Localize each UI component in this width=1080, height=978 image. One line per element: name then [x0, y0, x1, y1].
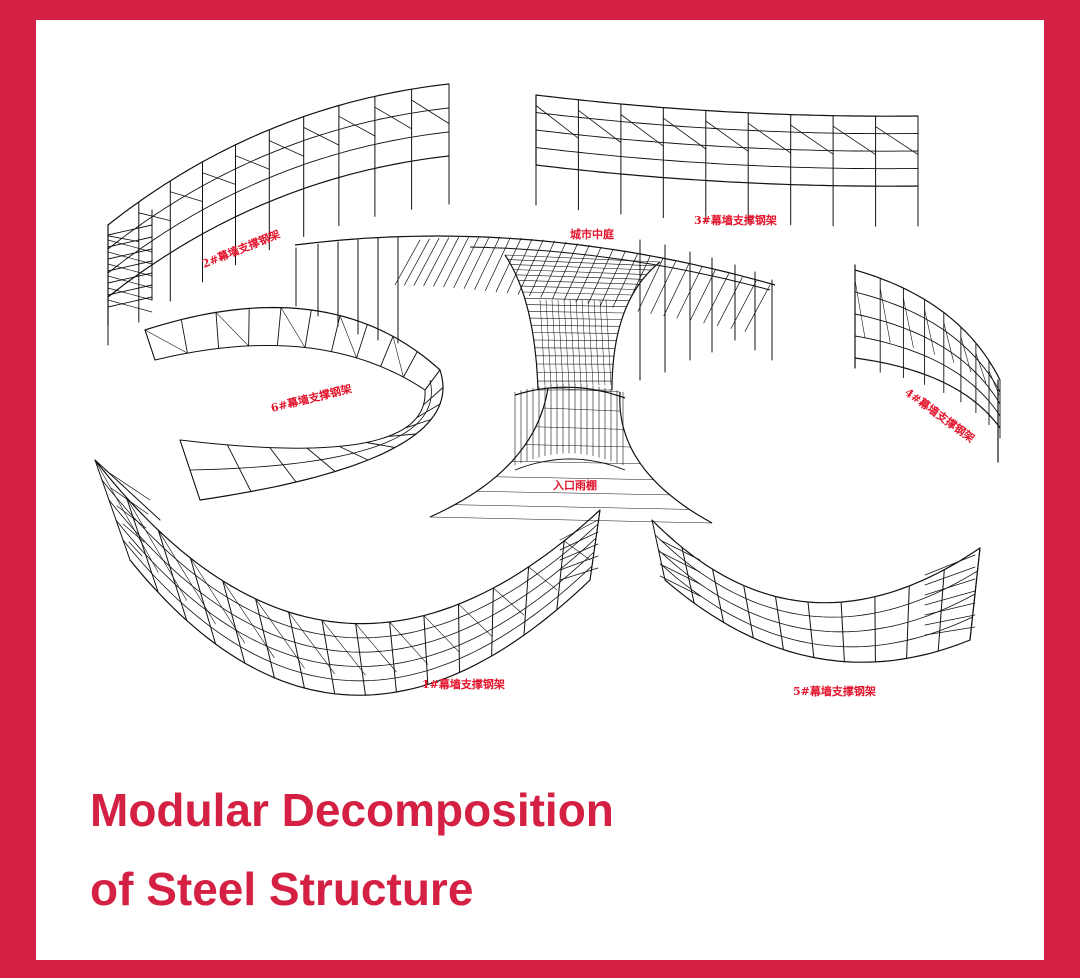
module-6-label: 6#幕墙支撑钢架: [269, 381, 353, 415]
atrium-label: 城市中庭: [570, 227, 614, 241]
atrium-frame: [294, 235, 776, 391]
module-1-frame: [94, 459, 601, 696]
title-line-2: of Steel Structure: [90, 863, 474, 915]
module-4-label: 4#幕墙支撑钢架: [902, 385, 977, 445]
entrance-canopy-label: 入口雨棚: [553, 478, 597, 492]
module-3-frame: [535, 94, 919, 227]
module-5-frame: [651, 519, 981, 663]
module-6-frame: [144, 306, 444, 501]
entrance-canopy-frame: [429, 383, 713, 524]
steel-structure-drawing: 2#幕墙支撑钢架 3#幕墙支撑钢架 城市中庭 6#幕墙支撑钢架 4#幕墙支撑钢架…: [94, 83, 1001, 698]
content-panel: 2#幕墙支撑钢架 3#幕墙支撑钢架 城市中庭 6#幕墙支撑钢架 4#幕墙支撑钢架…: [36, 20, 1044, 960]
title-line-1: Modular Decomposition: [90, 784, 614, 836]
module-1-label: 1#幕墙支撑钢架: [422, 677, 505, 691]
module-2-frame: [107, 83, 450, 346]
module-5-label: 5#幕墙支撑钢架: [793, 684, 876, 698]
module-3-label: 3#幕墙支撑钢架: [694, 213, 777, 227]
module-4-frame: [854, 264, 1001, 463]
